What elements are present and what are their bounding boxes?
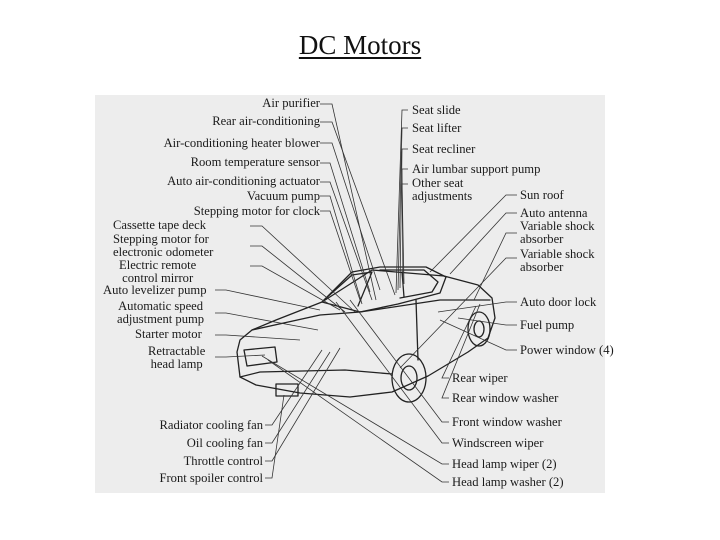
right-leader-lines: [261, 109, 517, 483]
label-rear-wiper: Rear wiper: [452, 371, 508, 385]
label-automatic-speed-pump: Automatic speed adjustment pump: [117, 299, 205, 326]
label-head-lamp-wiper: Head lamp wiper (2): [452, 457, 557, 471]
car-headlamp: [243, 346, 278, 367]
label-air-lumbar-support-pump: Air lumbar support pump: [412, 162, 541, 176]
car-side-window: [379, 269, 439, 299]
label-variable-shock-absorber-2: Variable shock absorber: [520, 247, 595, 274]
left-leader-lines: [215, 103, 396, 479]
label-auto-door-lock: Auto door lock: [520, 295, 597, 309]
label-stepping-motor-odometer: Stepping motor for electronic odometer: [113, 232, 214, 259]
label-seat-lifter: Seat lifter: [412, 121, 462, 135]
label-air-conditioning-heater-blower: Air-conditioning heater blower: [163, 136, 320, 150]
car-hood-line: [251, 311, 361, 331]
car-front-bumper: [239, 369, 393, 378]
label-front-spoiler-control: Front spoiler control: [159, 471, 263, 485]
car-front-wheel: [391, 353, 427, 403]
label-rear-window-washer: Rear window washer: [452, 391, 559, 405]
label-room-temperature-sensor: Room temperature sensor: [190, 155, 320, 169]
page-title: DC Motors: [298, 30, 422, 60]
label-rear-air-conditioning: Rear air-conditioning: [212, 114, 320, 128]
label-auto-air-conditioning-actuator: Auto air-conditioning actuator: [167, 174, 320, 188]
label-seat-slide: Seat slide: [412, 103, 461, 117]
label-sun-roof: Sun roof: [520, 188, 564, 202]
label-variable-shock-absorber-1: Variable shock absorber: [520, 219, 595, 246]
label-fuel-pump: Fuel pump: [520, 318, 575, 332]
label-auto-antenna: Auto antenna: [520, 206, 588, 220]
label-throttle-control: Throttle control: [183, 454, 263, 468]
label-radiator-cooling-fan: Radiator cooling fan: [159, 418, 263, 432]
label-other-seat-adjustments: Other seat adjustments: [412, 176, 473, 203]
car-rear-wheel: [467, 311, 491, 347]
label-auto-levelizer-pump: Auto levelizer pump: [103, 283, 207, 297]
label-head-lamp-washer: Head lamp washer (2): [452, 475, 564, 489]
car-windshield: [323, 271, 373, 307]
label-stepping-motor-clock: Stepping motor for clock: [193, 204, 320, 218]
label-windscreen-wiper: Windscreen wiper: [452, 436, 544, 450]
label-oil-cooling-fan: Oil cooling fan: [186, 436, 263, 450]
label-seat-recliner: Seat recliner: [412, 142, 476, 156]
diagram-background: [95, 95, 605, 493]
label-starter-motor: Starter motor: [135, 327, 202, 341]
label-front-window-washer: Front window washer: [452, 415, 562, 429]
car-belt-line: [359, 299, 491, 313]
label-cassette-tape-deck: Cassette tape deck: [113, 218, 207, 232]
label-retractable-head-lamp: Retractable head lamp: [148, 344, 206, 371]
car-license-plate: [275, 383, 299, 397]
label-electric-remote-mirror: Electric remote control mirror: [119, 258, 197, 285]
car-body-outline: [236, 269, 496, 398]
label-vacuum-pump: Vacuum pump: [246, 189, 320, 203]
label-air-purifier: Air purifier: [262, 96, 320, 110]
label-power-window: Power window (4): [520, 343, 614, 357]
